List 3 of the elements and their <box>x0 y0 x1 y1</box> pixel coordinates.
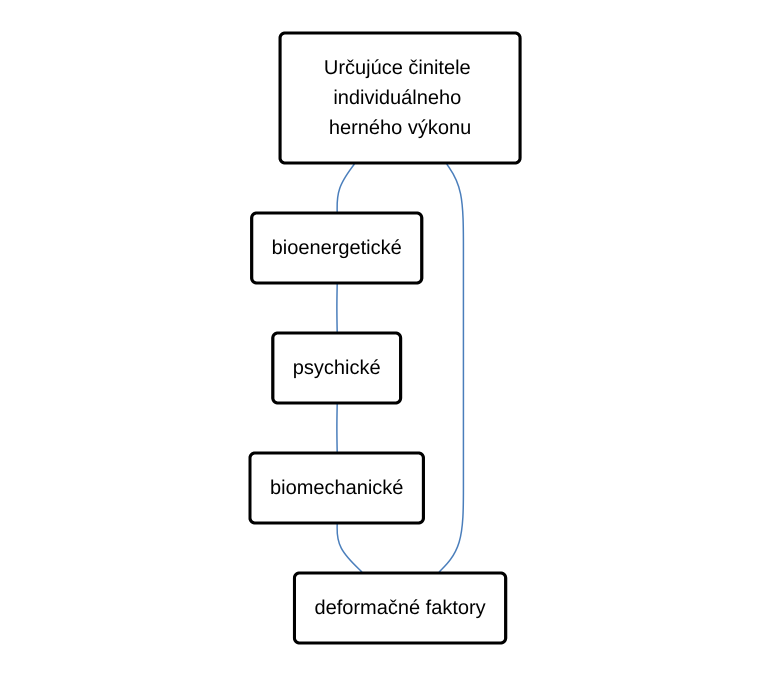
connector <box>336 402 338 453</box>
connector <box>336 162 356 214</box>
connector <box>336 282 338 333</box>
